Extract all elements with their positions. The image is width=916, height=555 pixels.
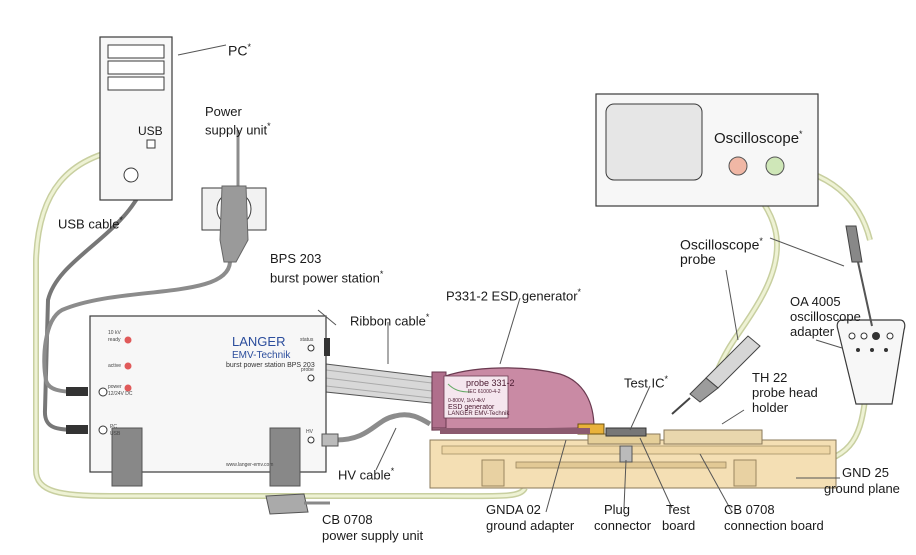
bps-pc-port: PC bbox=[110, 424, 117, 430]
oscilloscope bbox=[595, 93, 819, 207]
esd-probe-line2: 0-800V, 1kV-4kV bbox=[448, 398, 486, 404]
label-pc: PC* bbox=[228, 42, 251, 59]
label-power-supply-1: Power bbox=[205, 104, 242, 119]
bps-hv-port: HV bbox=[306, 429, 313, 435]
bps-brand: LANGER bbox=[232, 334, 286, 349]
esd-probe-line1: IEC 61000-4-2 bbox=[468, 389, 501, 395]
label-test-ic: Test IC* bbox=[624, 374, 668, 391]
bps-probe-port: probe bbox=[301, 367, 314, 373]
bps-status-port: status bbox=[300, 337, 314, 343]
label-th22-2: probe head bbox=[752, 385, 818, 400]
label-oscilloscope: Oscilloscope* bbox=[714, 129, 803, 147]
label-power-supply-2: supply unit* bbox=[205, 121, 271, 138]
label-oa-2: oscilloscope bbox=[790, 309, 861, 324]
ribbon-cable bbox=[325, 363, 441, 405]
label-bps-2: burst power station* bbox=[270, 269, 384, 286]
plug-connector bbox=[619, 445, 633, 463]
label-th22-3: holder bbox=[752, 400, 789, 415]
label-test-board-1: Test bbox=[666, 502, 690, 517]
label-esd-generator: P331-2 ESD generator* bbox=[446, 287, 582, 304]
label-cb-psu-1: CB 0708 bbox=[322, 512, 373, 527]
power-supply-unit bbox=[201, 185, 267, 263]
label-usb-port: USB bbox=[138, 124, 163, 138]
label-cb-conn-1: CB 0708 bbox=[724, 502, 775, 517]
hv-cable bbox=[335, 412, 432, 443]
label-osc-probe-1: Oscilloscope* bbox=[680, 236, 763, 253]
bps-led-power-1: power bbox=[108, 384, 122, 390]
label-gnda-2: ground adapter bbox=[486, 518, 575, 533]
test-ic bbox=[605, 427, 647, 437]
label-osc-probe-2: probe bbox=[680, 251, 716, 267]
label-ribbon-cable: Ribbon cable* bbox=[350, 312, 430, 329]
bps-led-ready-2: ready bbox=[108, 337, 121, 343]
label-th22-1: TH 22 bbox=[752, 370, 788, 385]
label-cb-psu-2: power supply unit bbox=[322, 528, 424, 543]
th22-holder bbox=[663, 429, 763, 445]
label-test-board-2: board bbox=[662, 518, 696, 533]
esd-probe-line4: LANGER EMV-Technik bbox=[448, 411, 510, 417]
cb-0708-psu bbox=[265, 493, 330, 515]
label-hv-cable: HV cable* bbox=[338, 466, 395, 483]
label-gnd-2: ground plane bbox=[824, 481, 900, 496]
bps-led-power-2: 12/24V DC bbox=[108, 391, 133, 397]
bps-led-ready-1: 10 kV bbox=[108, 330, 121, 336]
bps-website: www.langer-emv.com bbox=[226, 462, 274, 468]
label-oa-3: adapter bbox=[790, 324, 835, 339]
ground-plane bbox=[429, 439, 837, 489]
bps-subbrand: EMV-Technik bbox=[232, 350, 291, 361]
label-gnda-1: GNDA 02 bbox=[486, 502, 541, 517]
leader-lines bbox=[317, 237, 845, 513]
bps-led-active: active bbox=[108, 363, 122, 369]
esd-probe-line3: ESD generator bbox=[448, 404, 495, 411]
label-plug-2: connector bbox=[594, 518, 652, 533]
osc-probe bbox=[671, 335, 761, 415]
pc-tower bbox=[99, 36, 173, 201]
bps-203 bbox=[66, 315, 339, 487]
label-plug-1: Plug bbox=[604, 502, 631, 517]
label-gnd-1: GND 25 bbox=[842, 465, 889, 480]
label-bps-1: BPS 203 bbox=[270, 251, 322, 266]
bps-usb-port: USB bbox=[110, 431, 121, 437]
label-cb-conn-2: connection board bbox=[724, 518, 824, 533]
oa-4005-adapter bbox=[836, 225, 906, 405]
power-supply-cable bbox=[42, 261, 232, 394]
bps-model-text: burst power station BPS 203 bbox=[226, 362, 315, 369]
esd-probe-title: probe 331-2 bbox=[466, 378, 515, 388]
esd-generator bbox=[431, 367, 605, 435]
label-usb-cable: USB cable* bbox=[58, 215, 123, 232]
label-oa-1: OA 4005 bbox=[790, 294, 841, 309]
